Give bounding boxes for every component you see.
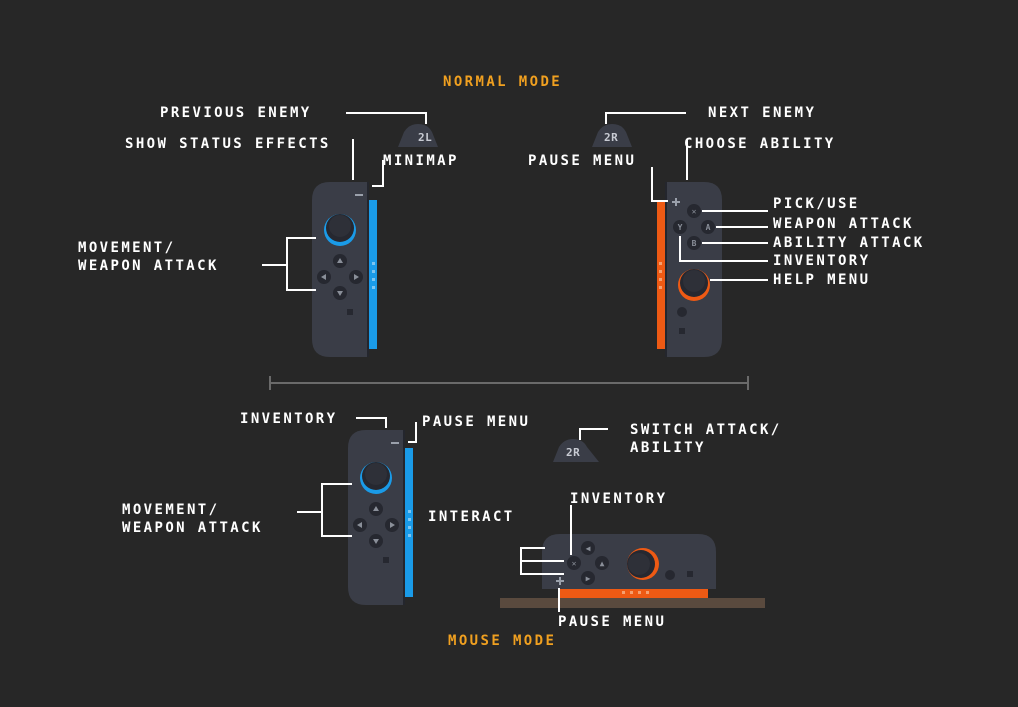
leader-lines-normal	[262, 112, 768, 390]
pause-menu-label-mouse-top: PAUSE MENU	[422, 414, 531, 430]
svg-text:✕: ✕	[692, 207, 697, 216]
trigger-2r-mouse	[553, 439, 599, 462]
svg-text:B: B	[692, 239, 697, 248]
svg-text:◀: ◀	[586, 544, 591, 553]
svg-text:✕: ✕	[572, 559, 577, 568]
switch-attack-label: SWITCH ATTACK/ ABILITY	[630, 422, 782, 456]
left-stick	[329, 215, 351, 237]
movement-label-mouse: MOVEMENT/ WEAPON ATTACK	[122, 502, 263, 536]
minimap-label: MINIMAP	[383, 153, 459, 169]
weapon-attack-label: WEAPON ATTACK	[773, 216, 914, 232]
svg-text:▶: ▶	[586, 574, 591, 583]
inventory-label-mouse-top: INVENTORY	[240, 411, 338, 427]
mouse-mode-title: MOUSE MODE	[448, 633, 557, 649]
home-button	[677, 307, 687, 317]
capture-button	[347, 309, 353, 315]
movement-label-normal: MOVEMENT/ WEAPON ATTACK	[78, 240, 219, 274]
plus-button	[672, 198, 680, 206]
minus-button	[355, 194, 363, 196]
trigger-2l	[398, 124, 438, 147]
trigger-2r-label-mouse: 2R	[566, 446, 581, 459]
right-stick	[683, 270, 705, 292]
help-menu-label: HELP MENU	[773, 272, 871, 288]
svg-text:Y: Y	[678, 223, 683, 232]
previous-enemy-label: PREVIOUS ENEMY	[160, 105, 312, 121]
pause-menu-label-mouse-bottom: PAUSE MENU	[558, 614, 667, 630]
leader-lines-mouse	[297, 417, 608, 612]
inventory-label-mouse: INVENTORY	[570, 491, 668, 507]
pick-use-label: PICK/USE	[773, 196, 860, 212]
right-joycon-sideways: ◀ ✕ ▲ ▶	[500, 534, 765, 608]
right-joycon-normal: ✕ Y AB	[657, 182, 722, 357]
right-rail-orange	[657, 200, 666, 349]
ability-attack-label: ABILITY ATTACK	[773, 235, 925, 251]
svg-text:A: A	[706, 223, 711, 232]
trigger-2r-label-normal: 2R	[604, 131, 619, 144]
show-status-effects-label: SHOW STATUS EFFECTS	[125, 136, 331, 152]
trigger-2r-normal	[592, 124, 632, 147]
floor	[500, 598, 765, 608]
trigger-2l-label: 2L	[418, 131, 433, 144]
left-joycon-mouse	[348, 430, 413, 605]
svg-text:▲: ▲	[600, 559, 605, 568]
left-joycon-normal	[312, 182, 377, 357]
pause-menu-label-normal: PAUSE MENU	[528, 153, 637, 169]
normal-mode-title: NORMAL MODE	[443, 74, 563, 90]
inventory-label-normal: INVENTORY	[773, 253, 871, 269]
choose-ability-label: CHOOSE ABILITY	[684, 136, 836, 152]
interact-label: INTERACT	[428, 509, 515, 525]
left-rail-blue	[368, 200, 377, 349]
next-enemy-label: NEXT ENEMY	[708, 105, 817, 121]
